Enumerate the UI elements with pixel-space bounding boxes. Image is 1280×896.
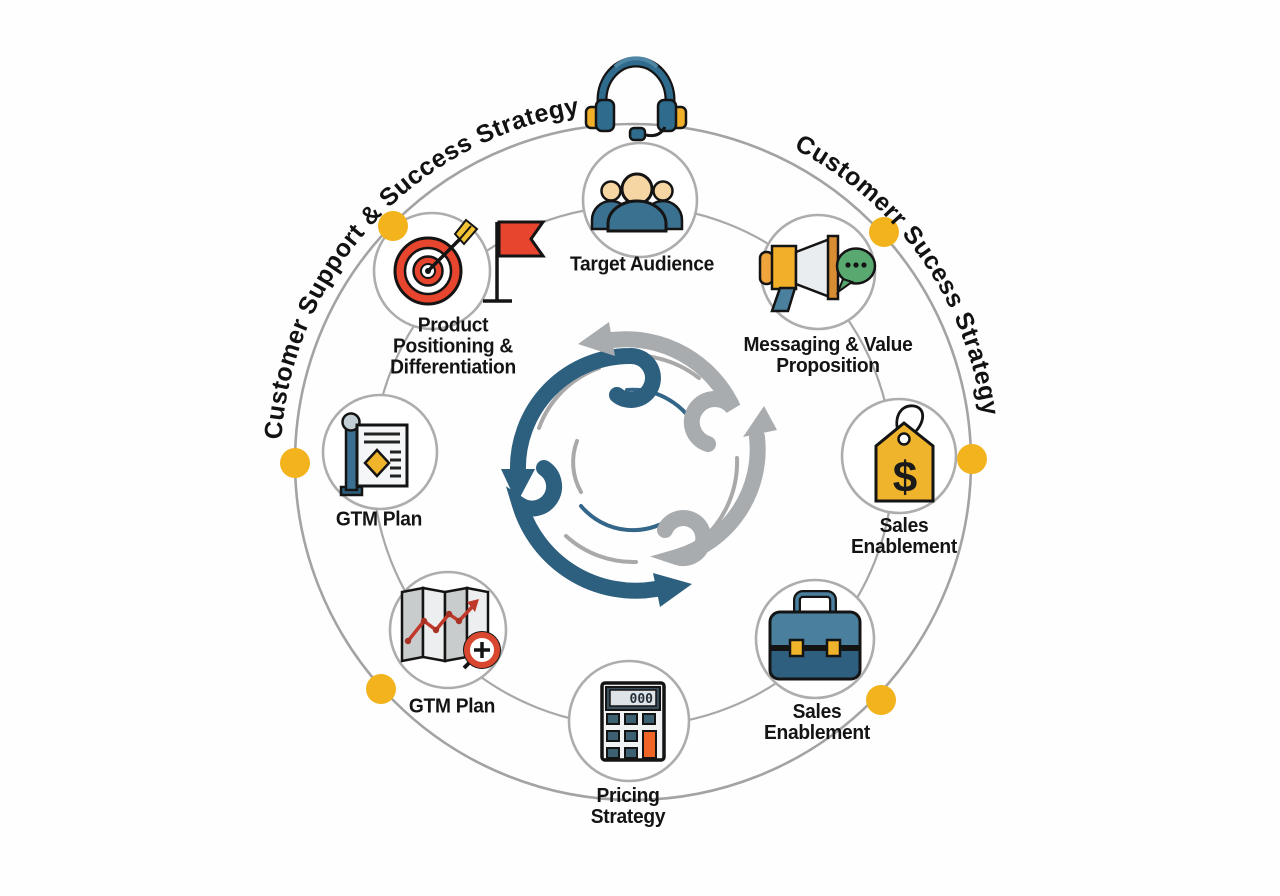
calculator-display: 000 xyxy=(630,692,654,707)
cycle-arrow-gray-right xyxy=(650,429,766,566)
clasp xyxy=(788,638,805,658)
diamond xyxy=(363,448,391,478)
mic-arm xyxy=(645,126,667,138)
dollar-symbol: $ xyxy=(893,453,917,502)
people-group-icon xyxy=(590,172,684,233)
thin-arc xyxy=(571,439,583,494)
map-chart-icon xyxy=(400,586,501,670)
arrowhead xyxy=(578,322,615,356)
label-target-audience: Target Audience xyxy=(570,253,714,276)
label-messaging-value-proposition: Messaging & Value Proposition xyxy=(743,334,913,377)
trend-line xyxy=(406,604,475,643)
briefcase-icon xyxy=(768,590,862,681)
zoom-plus-ring xyxy=(464,632,500,668)
ring-dot xyxy=(366,674,396,704)
price-tag-icon: $ xyxy=(874,404,935,503)
target-dart-flag-icon xyxy=(393,218,546,306)
megaphone-handle xyxy=(770,286,797,313)
megaphone-icon xyxy=(758,234,877,313)
cycle-arrows-icon xyxy=(501,322,777,607)
arrowhead xyxy=(743,406,777,437)
thin-arc xyxy=(564,534,638,565)
arrowhead xyxy=(501,469,535,503)
ear-cup-blue xyxy=(594,98,616,133)
label-sales-enablement-right: Sales Enablement xyxy=(851,515,957,558)
tag-string xyxy=(895,404,924,441)
label-product-positioning: Product Positioning & Differentiation xyxy=(390,314,516,379)
label-gtm-plan-doc: GTM Plan xyxy=(335,508,423,531)
document-sign-icon xyxy=(339,412,409,497)
calculator-buttons xyxy=(606,713,656,759)
flag-banner xyxy=(497,220,546,258)
ring-dot xyxy=(378,211,408,241)
microphone xyxy=(628,126,647,142)
label-sales-enablement-bottom: Sales Enablement xyxy=(764,701,870,744)
label-pricing-strategy: Pricing Strategy xyxy=(590,785,666,828)
ear-cup-blue xyxy=(656,98,678,133)
document-lines xyxy=(364,432,401,478)
ring-dot xyxy=(957,444,987,474)
calculator-orange-button xyxy=(642,730,657,759)
cycle-arrow-blue-left xyxy=(509,348,661,480)
ring-dot xyxy=(869,217,899,247)
ring-dot xyxy=(866,685,896,715)
ring-dot xyxy=(280,448,310,478)
label-gtm-plan-map: GTM Plan xyxy=(408,695,496,718)
cycle-arrow-blue-bottom xyxy=(505,460,664,599)
headset-icon xyxy=(584,56,688,142)
clasp xyxy=(825,638,842,658)
arrowhead xyxy=(653,573,692,607)
ring-dots xyxy=(280,211,987,715)
calculator-icon: 000 xyxy=(600,681,666,762)
cycle-arrow-gray-top xyxy=(604,331,741,452)
